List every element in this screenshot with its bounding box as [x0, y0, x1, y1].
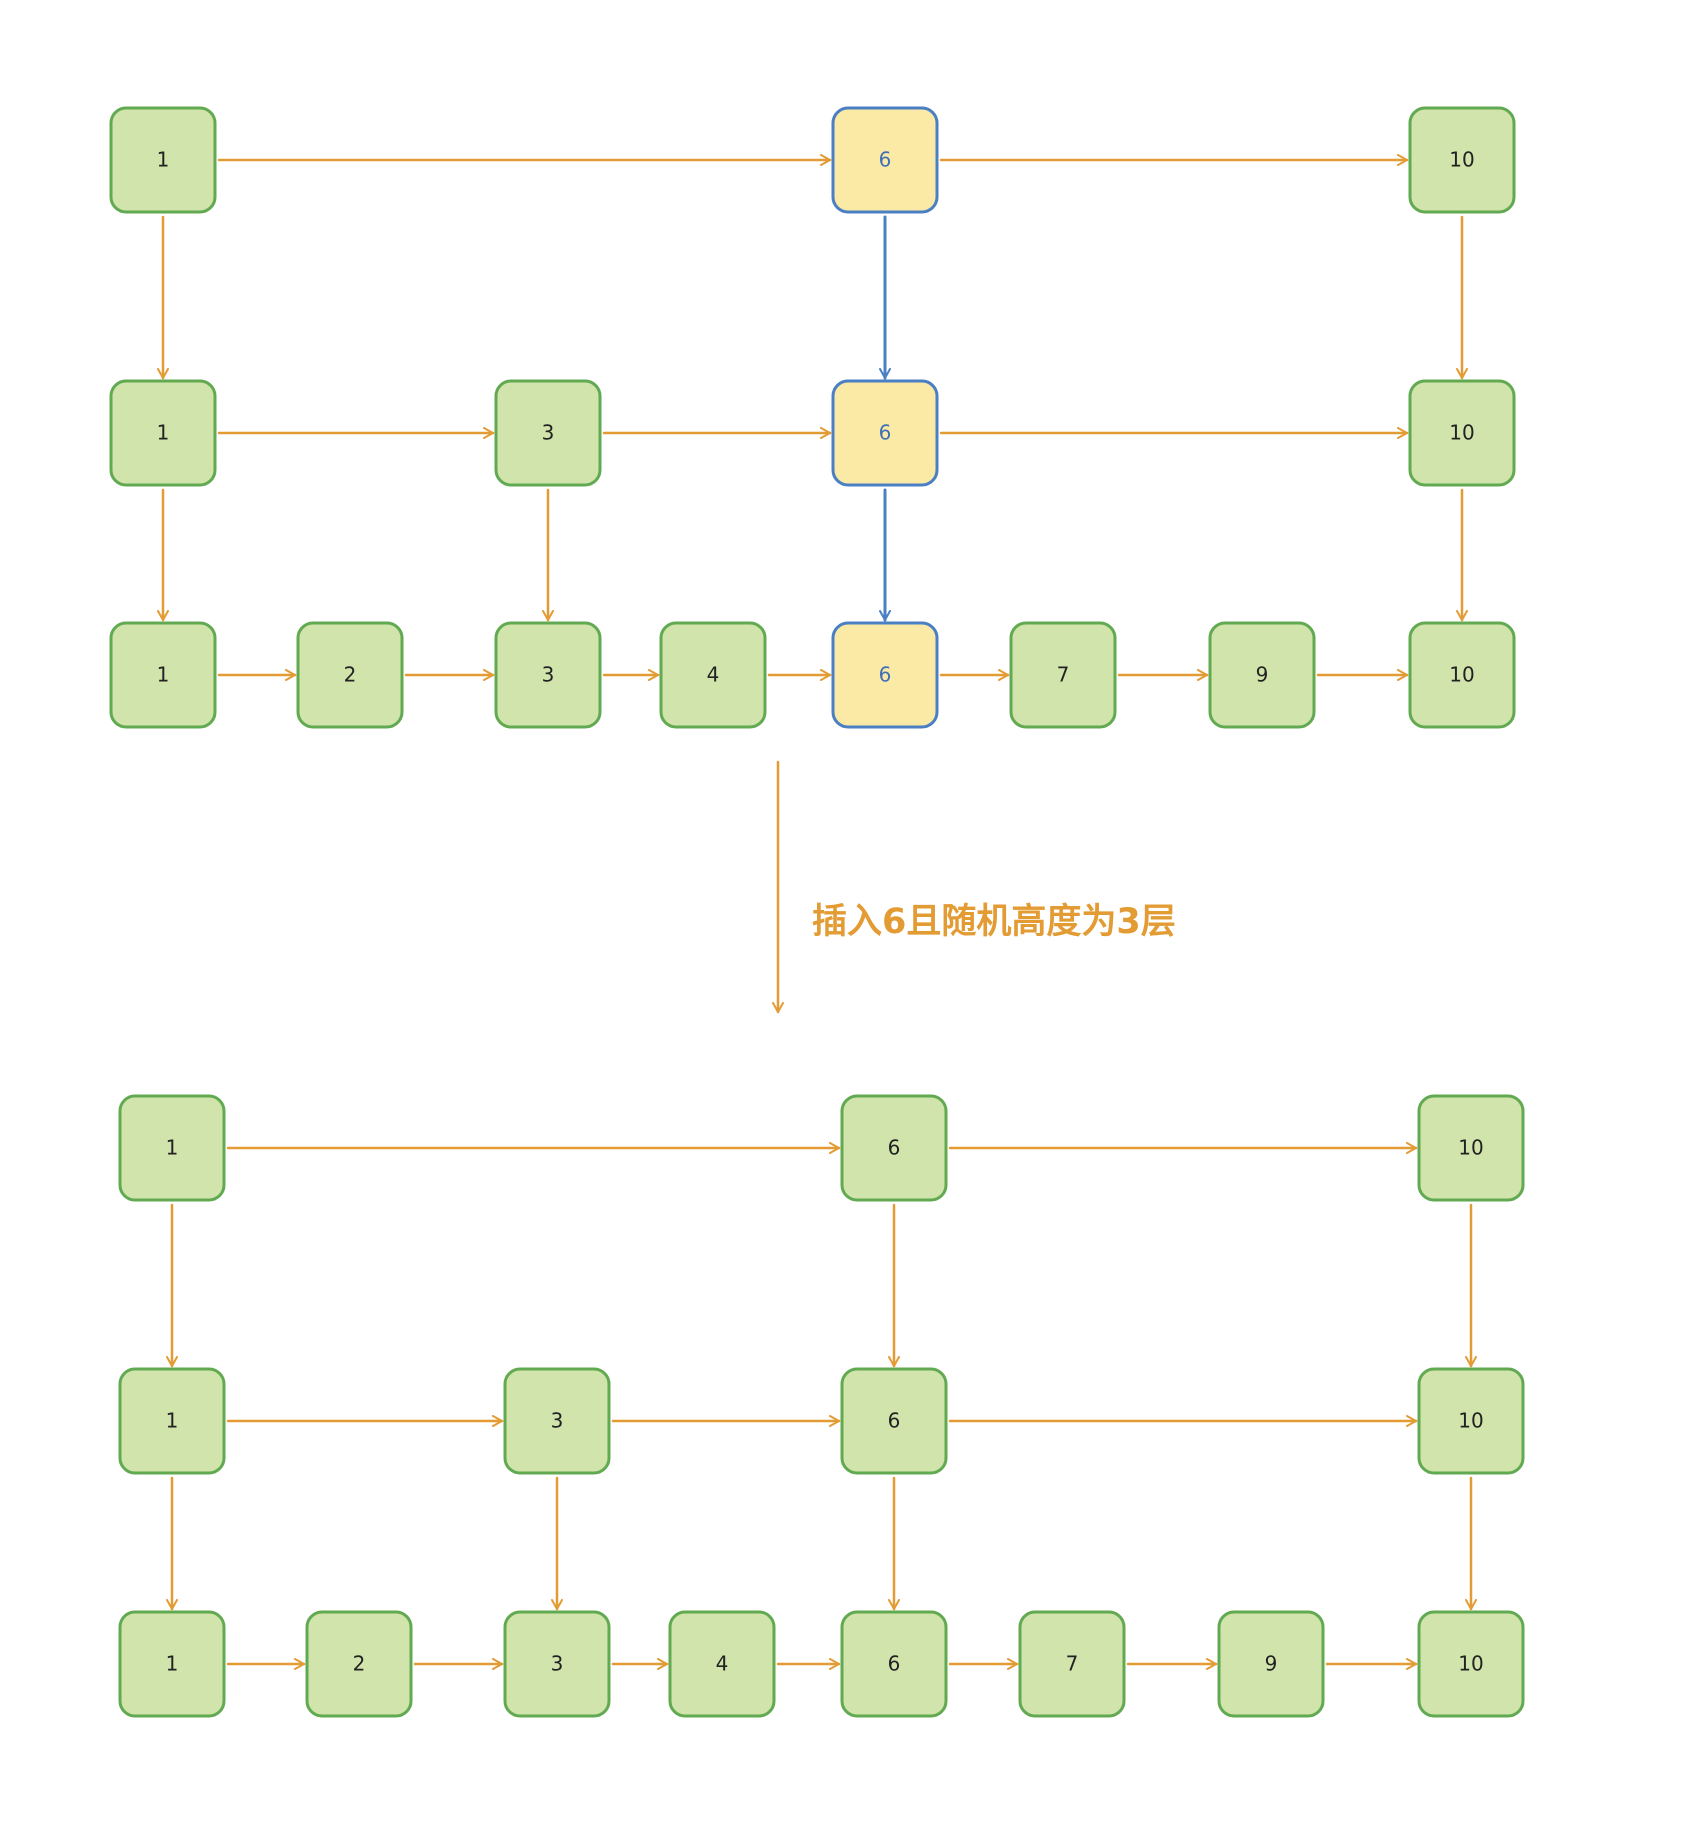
- after-node-1-level1: 1: [118, 1094, 226, 1202]
- node-box: [831, 621, 939, 729]
- node-box: [1208, 621, 1316, 729]
- node-label: 10: [1449, 663, 1474, 687]
- after-node-6-level1: 6: [840, 1094, 948, 1202]
- node-box: [1417, 1367, 1525, 1475]
- node-box: [305, 1610, 413, 1718]
- after-node-6-level2: 6: [840, 1367, 948, 1475]
- before-node-1-level1: 1: [109, 106, 217, 214]
- node-box: [109, 106, 217, 214]
- node-label: 9: [1265, 1652, 1278, 1676]
- node-box: [659, 621, 767, 729]
- node-label: 1: [166, 1652, 179, 1676]
- node-label: 1: [157, 421, 170, 445]
- node-box: [831, 106, 939, 214]
- node-label: 10: [1449, 148, 1474, 172]
- before-node-6-level3: 6: [831, 621, 939, 729]
- node-label: 6: [888, 1136, 901, 1160]
- node-label: 4: [716, 1652, 729, 1676]
- node-label: 3: [551, 1409, 564, 1433]
- before-node-7-level3: 7: [1009, 621, 1117, 729]
- node-box: [1417, 1094, 1525, 1202]
- node-box: [503, 1367, 611, 1475]
- node-label: 6: [879, 148, 892, 172]
- before-node-10-level2: 10: [1408, 379, 1516, 487]
- node-box: [109, 379, 217, 487]
- node-label: 3: [551, 1652, 564, 1676]
- node-label: 6: [879, 663, 892, 687]
- node-label: 3: [542, 421, 555, 445]
- node-box: [1417, 1610, 1525, 1718]
- before-node-4-level3: 4: [659, 621, 767, 729]
- node-box: [668, 1610, 776, 1718]
- node-label: 6: [879, 421, 892, 445]
- node-label: 1: [157, 663, 170, 687]
- node-box: [840, 1094, 948, 1202]
- node-box: [1009, 621, 1117, 729]
- node-label: 2: [344, 663, 357, 687]
- node-label: 10: [1458, 1409, 1483, 1433]
- after-node-6-level3: 6: [840, 1610, 948, 1718]
- after-node-10-level1: 10: [1417, 1094, 1525, 1202]
- after-node-2-level3: 2: [305, 1610, 413, 1718]
- node-box: [109, 621, 217, 729]
- before-node-10-level3: 10: [1408, 621, 1516, 729]
- node-box: [1217, 1610, 1325, 1718]
- node-label: 6: [888, 1409, 901, 1433]
- node-label: 2: [353, 1652, 366, 1676]
- before-node-9-level3: 9: [1208, 621, 1316, 729]
- before-node-6-level1: 6: [831, 106, 939, 214]
- node-box: [840, 1367, 948, 1475]
- node-box: [494, 621, 602, 729]
- before-node-3-level2: 3: [494, 379, 602, 487]
- node-label: 6: [888, 1652, 901, 1676]
- node-label: 9: [1256, 663, 1269, 687]
- after-node-7-level3: 7: [1018, 1610, 1126, 1718]
- node-box: [840, 1610, 948, 1718]
- after-node-10-level3: 10: [1417, 1610, 1525, 1718]
- before-node-2-level3: 2: [296, 621, 404, 729]
- before-node-1-level3: 1: [109, 621, 217, 729]
- after-node-3-level3: 3: [503, 1610, 611, 1718]
- before-node-6-level2: 6: [831, 379, 939, 487]
- node-label: 7: [1066, 1652, 1079, 1676]
- node-label: 10: [1458, 1652, 1483, 1676]
- after-node-1-level3: 1: [118, 1610, 226, 1718]
- node-label: 10: [1449, 421, 1474, 445]
- node-box: [118, 1610, 226, 1718]
- node-label: 3: [542, 663, 555, 687]
- after-node-10-level2: 10: [1417, 1367, 1525, 1475]
- node-box: [503, 1610, 611, 1718]
- node-label: 4: [707, 663, 720, 687]
- before-node-3-level3: 3: [494, 621, 602, 729]
- node-box: [1408, 379, 1516, 487]
- node-box: [1408, 106, 1516, 214]
- before-node-1-level2: 1: [109, 379, 217, 487]
- insert-caption: 插入6且随机高度为3层: [812, 902, 1176, 942]
- after-node-4-level3: 4: [668, 1610, 776, 1718]
- node-label: 1: [157, 148, 170, 172]
- after-node-9-level3: 9: [1217, 1610, 1325, 1718]
- node-box: [1408, 621, 1516, 729]
- before-node-10-level1: 10: [1408, 106, 1516, 214]
- node-box: [1018, 1610, 1126, 1718]
- node-box: [494, 379, 602, 487]
- after-node-1-level2: 1: [118, 1367, 226, 1475]
- node-box: [118, 1094, 226, 1202]
- after-node-3-level2: 3: [503, 1367, 611, 1475]
- node-label: 1: [166, 1409, 179, 1433]
- node-label: 10: [1458, 1136, 1483, 1160]
- node-label: 7: [1057, 663, 1070, 687]
- node-box: [831, 379, 939, 487]
- node-box: [296, 621, 404, 729]
- node-box: [118, 1367, 226, 1475]
- node-label: 1: [166, 1136, 179, 1160]
